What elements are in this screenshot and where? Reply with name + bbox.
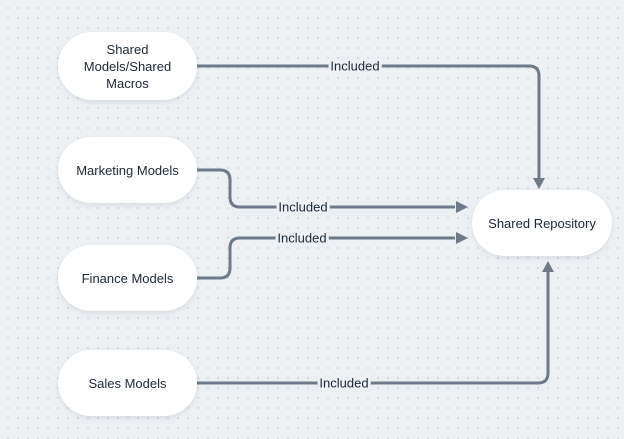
node-label: Finance Models [81,270,174,286]
node-sales-models: Sales Models [58,350,197,416]
node-label: Marketing Models [76,162,179,178]
arrowhead-right-icon [456,201,468,213]
edge-label: Included [278,200,327,215]
node-label: Shared Models/Shared Macros [83,41,172,91]
arrowhead-down-icon [533,178,545,189]
edge-marketing-to-repository: Included [197,168,468,218]
node-marketing-models: Marketing Models [58,137,197,203]
edge-line [197,168,455,209]
edge-line [197,64,541,178]
node-label: Shared Repository [488,215,596,231]
edge-line [197,236,455,280]
edge-label: Included [277,231,326,246]
arrowhead-up-icon [542,261,554,272]
edge-label: Included [330,59,379,74]
edge-label: Included [319,376,368,391]
edge-line [197,272,550,385]
node-finance-models: Finance Models [58,245,197,311]
node-shared-repository: Shared Repository [472,190,612,256]
edge-shared-models-to-repository: Included [197,56,545,189]
arrowhead-right-icon [456,232,468,244]
node-shared-models-shared-macros: Shared Models/Shared Macros [58,32,197,100]
edge-finance-to-repository: Included [197,228,468,280]
edge-sales-to-repository: Included [197,261,554,394]
node-label: Sales Models [88,375,167,391]
